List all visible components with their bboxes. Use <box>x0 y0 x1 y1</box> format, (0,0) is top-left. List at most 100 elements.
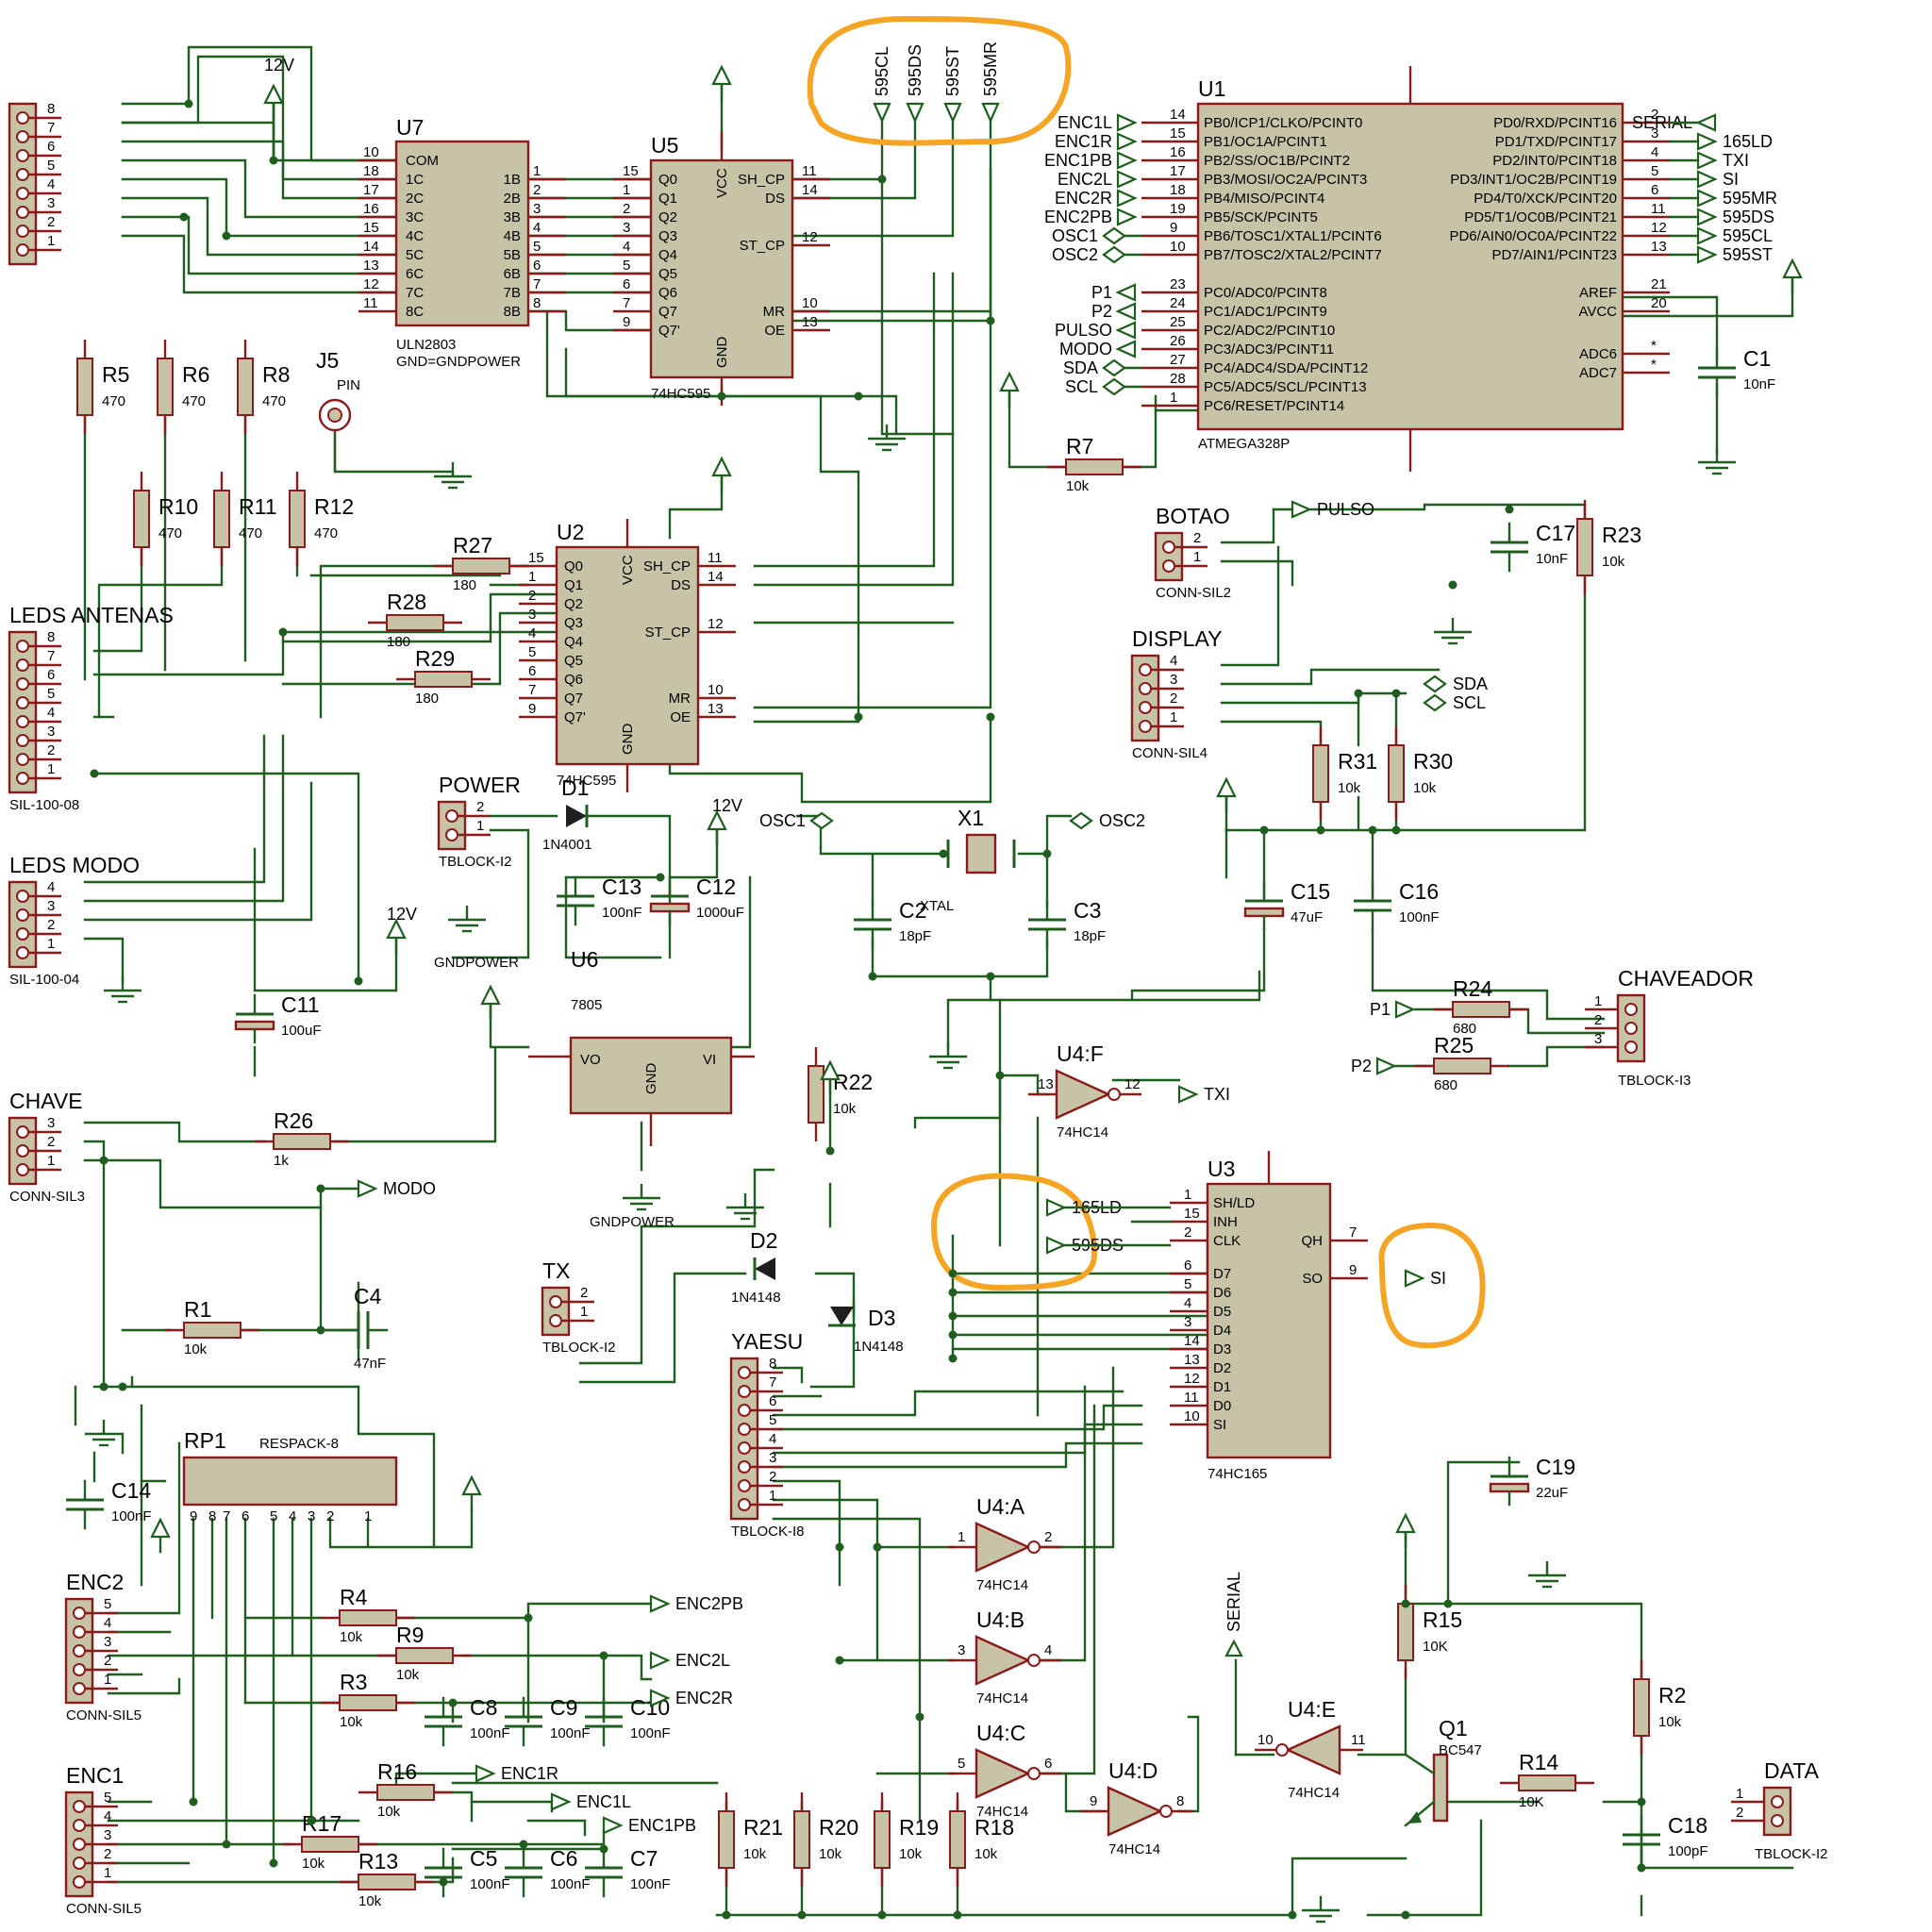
pin-number: 4 <box>104 1808 111 1824</box>
ic-model: 74HC595 <box>651 386 710 402</box>
capacitor-ref: C2 <box>899 898 926 923</box>
connector-model: CONN-SIL5 <box>66 1901 142 1917</box>
net-name: P1 <box>1091 283 1112 302</box>
net-name: 595ST <box>943 46 962 96</box>
junction-dot <box>189 1797 198 1807</box>
part-ref: D3 <box>868 1306 895 1330</box>
pin-name: Q3 <box>658 228 677 244</box>
pin-number: 6 <box>1651 182 1658 198</box>
resistor-value: 680 <box>1453 1021 1476 1037</box>
junction-dot <box>269 156 278 165</box>
junction-dot <box>99 1156 108 1165</box>
junction-dot <box>118 1382 127 1391</box>
pin-number: 1 <box>364 1508 372 1524</box>
net-name: 12V <box>264 56 294 75</box>
pin-number: 1 <box>47 233 55 249</box>
pin-number: 7 <box>1349 1224 1357 1241</box>
junction-dot <box>222 1840 231 1849</box>
pin-name: 7B <box>504 285 521 301</box>
capacitor-ref: C7 <box>630 1846 658 1871</box>
capacitor-ref: C16 <box>1399 879 1439 904</box>
connector-title: TX <box>542 1258 570 1283</box>
pin-name: 6C <box>406 266 424 282</box>
resistor-ref: R22 <box>833 1070 873 1094</box>
ground-icon <box>1302 1896 1340 1924</box>
pin-number: * <box>1651 338 1657 354</box>
pin-number: 3 <box>47 195 55 211</box>
pin-number: 7 <box>47 120 55 136</box>
pin-number: 2 <box>47 214 55 230</box>
resistor-ref: R8 <box>262 362 290 387</box>
resistor-ref: R5 <box>102 362 129 387</box>
junction-dot <box>656 873 665 882</box>
pin-number: 3 <box>958 1642 965 1658</box>
pin-number: 12 <box>802 229 818 245</box>
pin-number: 6 <box>1184 1257 1191 1274</box>
ground-icon <box>1434 618 1472 645</box>
pin-number: 1 <box>958 1529 965 1545</box>
ground-icon <box>868 425 906 452</box>
net-label: ENC1L <box>550 1792 631 1811</box>
pin-number: 7 <box>623 295 630 311</box>
pin-number: 18 <box>363 163 379 179</box>
junction-dot <box>524 1613 533 1623</box>
ground-icon <box>104 976 142 1004</box>
ic-ref: U5 <box>651 133 678 158</box>
net-name: ENC2R <box>675 1689 733 1707</box>
highlight-165-inputs <box>930 1173 1098 1291</box>
pin-name: Q0 <box>564 558 583 575</box>
resistor-ref: R27 <box>453 533 492 558</box>
part-ref: U4:F <box>1057 1041 1104 1066</box>
power-arrow-icon <box>1216 776 1237 813</box>
ic-u1: U1ATMEGA328PPB0/ICP1/CLKO/PCINT014PB1/OC… <box>1141 66 1670 472</box>
pin-number: 19 <box>1170 201 1186 217</box>
pin-number: 3 <box>47 724 55 740</box>
resistor-value: 10k <box>358 1893 382 1909</box>
connector-title: DISPLAY <box>1132 626 1222 651</box>
resistor-value: 10k <box>1413 780 1437 796</box>
resistor-ref: R24 <box>1453 976 1492 1001</box>
pin-number: 11 <box>708 550 723 566</box>
ic-model: 7805 <box>571 997 602 1013</box>
net-name: ENC1PB <box>1044 151 1112 170</box>
pin-name: PD5/T1/OC0B/PCINT21 <box>1464 209 1617 225</box>
pin-number: 2 <box>476 799 484 815</box>
net-label: ENC2PB <box>649 1594 743 1613</box>
ic-u2: U274HC595Q015Q11Q22Q33Q44Q55Q66Q77Q7'9SH… <box>519 519 736 792</box>
resistor-ref: R15 <box>1423 1607 1462 1632</box>
net-label: GNDPOWER <box>434 955 519 971</box>
net-name: 595DS <box>1723 208 1774 226</box>
pin-number: 25 <box>1170 314 1186 330</box>
pin-number: 5 <box>270 1508 277 1524</box>
pin-number: 7 <box>47 648 55 664</box>
pin-number: 1 <box>47 761 55 777</box>
pin-number: 3 <box>1651 125 1658 142</box>
ic-u3: U374HC165SH/LD1INH15CLK2D76D65D54D43D314… <box>1170 1151 1368 1482</box>
resistor-ref: R31 <box>1338 749 1377 774</box>
highlight-595-signals <box>807 15 1072 146</box>
pin-name: Q4 <box>658 247 677 263</box>
capacitor-ref: C11 <box>281 992 320 1017</box>
pin-number: 6 <box>769 1393 776 1409</box>
pin-number: 10 <box>708 682 724 698</box>
pin-number: 2 <box>1594 1012 1602 1028</box>
pin-number: 2 <box>1184 1224 1191 1241</box>
ic-model: ULN2803 <box>396 337 456 353</box>
pin-name: PD7/AIN1/PCINT23 <box>1491 247 1617 263</box>
resistor-value: 470 <box>314 525 338 541</box>
pin-number: 5 <box>533 239 541 255</box>
pin-name: PD4/T0/XCK/PCINT20 <box>1474 191 1617 207</box>
net-name: P1 <box>1370 1000 1391 1019</box>
